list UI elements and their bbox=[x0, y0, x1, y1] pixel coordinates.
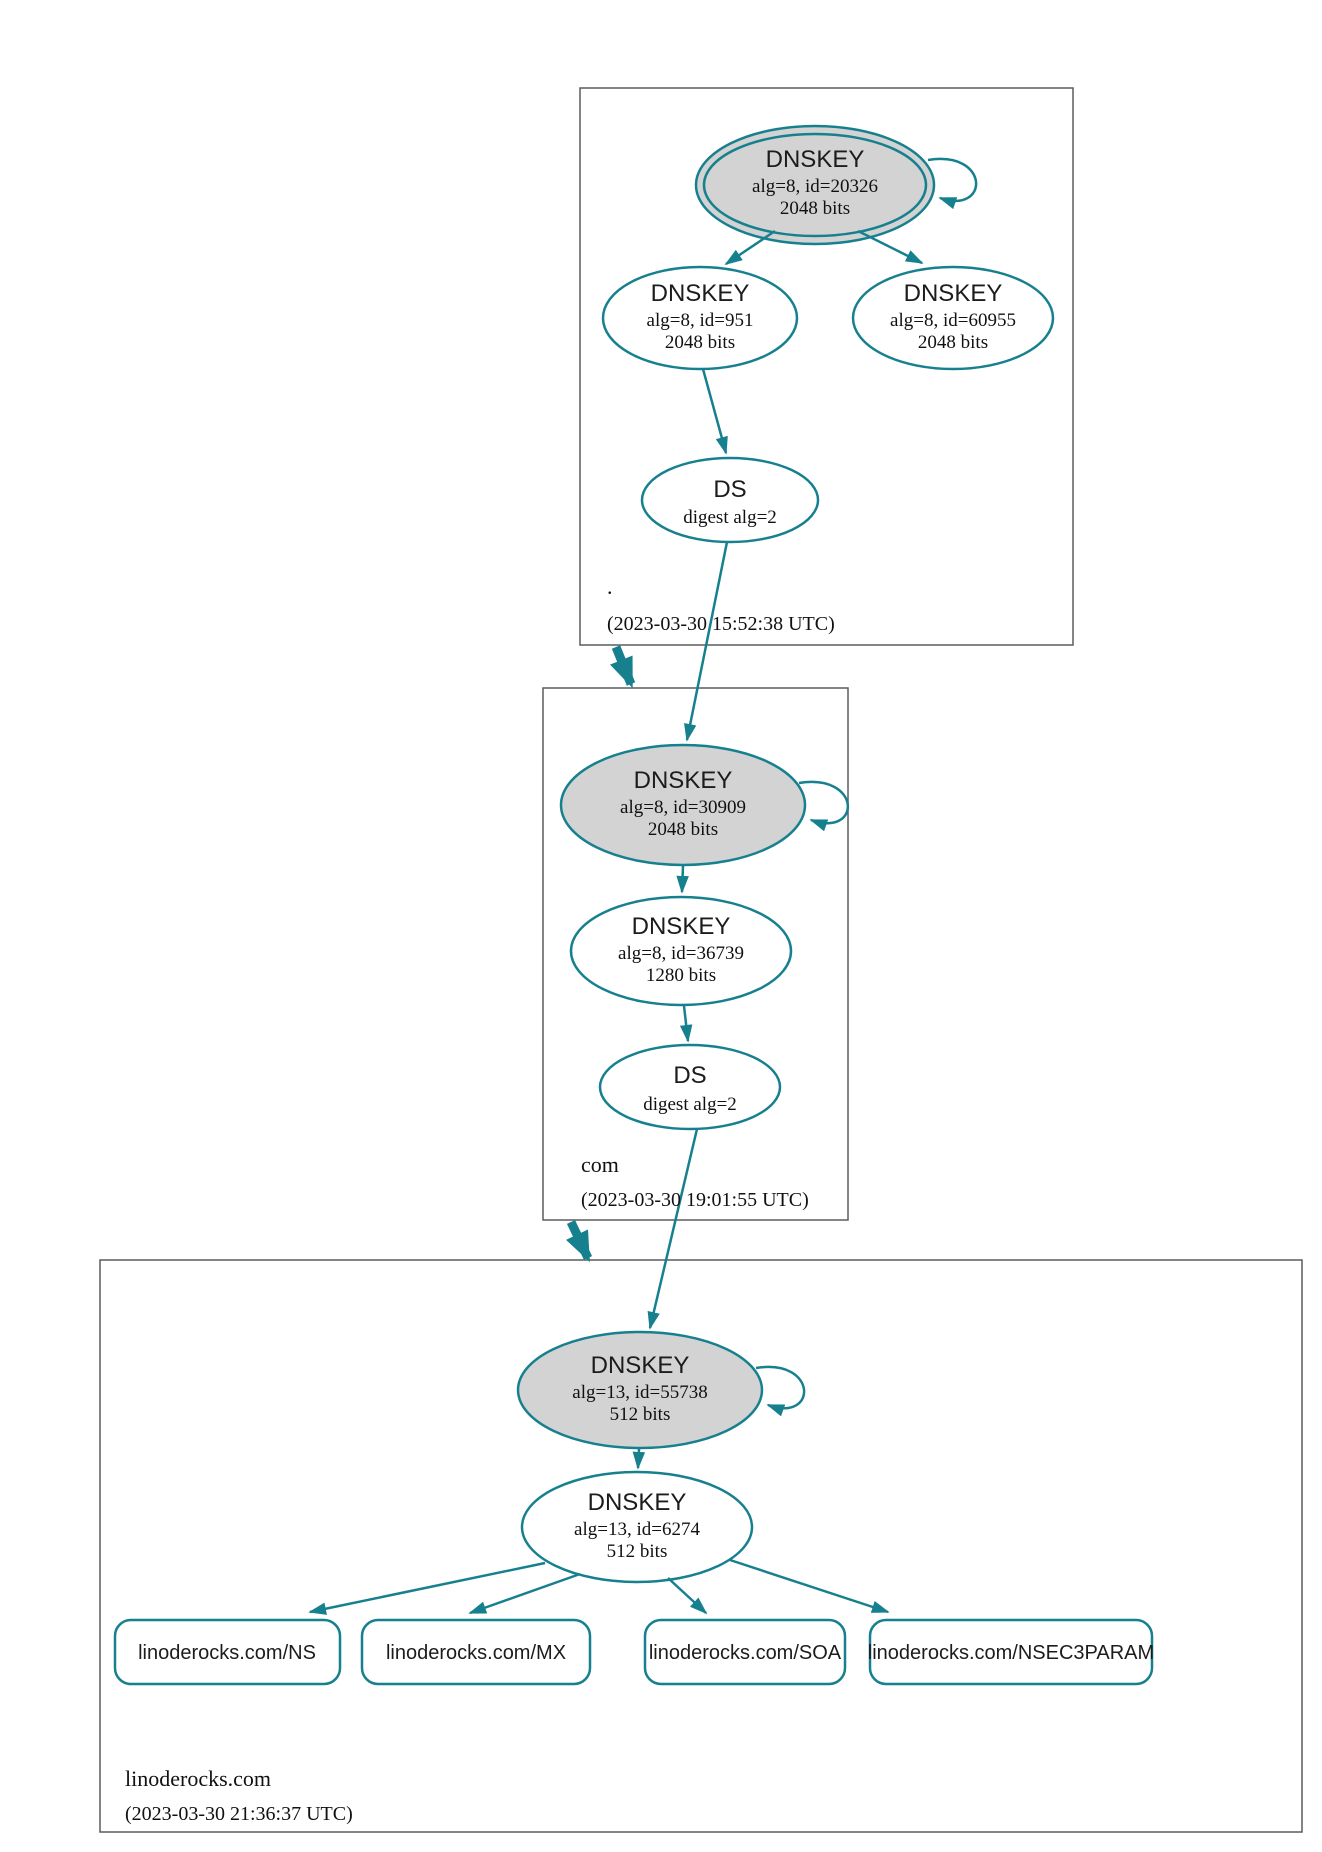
edge-lino-ksk-to-zsk bbox=[632, 1448, 646, 1470]
rrset-soa-box bbox=[643, 1618, 847, 1686]
com-zsk-ellipse bbox=[569, 895, 793, 1007]
lino-zsk-ellipse bbox=[520, 1470, 754, 1584]
rrset-ns-box bbox=[113, 1618, 342, 1686]
edge-lino-zsk-to-soa bbox=[667, 1577, 708, 1615]
lino-ksk-bits: 512 bits bbox=[610, 1404, 671, 1425]
zone-com-nodes bbox=[559, 743, 807, 1131]
rrset-mx-label: linoderocks.com/MX bbox=[386, 1642, 566, 1664]
zone-root-nodes bbox=[601, 124, 1055, 544]
com-ds-title: DS bbox=[673, 1062, 706, 1089]
root-zsk2-title: DNSKEY bbox=[904, 280, 1003, 307]
self-loop-root-ksk bbox=[927, 157, 978, 210]
lino-ksk-ellipse bbox=[516, 1330, 764, 1450]
lino-ksk-title: DNSKEY bbox=[591, 1352, 690, 1379]
edge-root-zsk1-to-ds bbox=[701, 368, 728, 455]
zone-root-text: DNSKEY alg=8, id=20326 2048 bits DNSKEY … bbox=[607, 146, 1016, 635]
root-zsk1-detail: alg=8, id=951 bbox=[647, 310, 754, 331]
root-ksk-bits: 2048 bits bbox=[780, 198, 850, 219]
lino-ksk-detail: alg=13, id=55738 bbox=[572, 1382, 707, 1403]
zone-linoderocks-label: linoderocks.com bbox=[125, 1766, 271, 1791]
self-loop-com-ksk bbox=[798, 780, 849, 832]
root-ds-ellipse bbox=[640, 456, 820, 544]
zone-linoderocks-box bbox=[99, 1259, 1303, 1833]
root-ds-title: DS bbox=[713, 476, 746, 503]
root-zsk1-bits: 2048 bits bbox=[665, 332, 735, 353]
com-ksk-detail: alg=8, id=30909 bbox=[620, 797, 746, 818]
com-ds-ellipse bbox=[598, 1043, 782, 1131]
root-zsk2-ellipse bbox=[851, 265, 1055, 371]
delegation-arrow-com-to-lino bbox=[565, 1220, 593, 1263]
rrset-mx-box bbox=[360, 1618, 592, 1686]
rrset-soa-label: linoderocks.com/SOA bbox=[649, 1642, 842, 1664]
com-ksk-title: DNSKEY bbox=[634, 767, 733, 794]
root-ds-detail: digest alg=2 bbox=[683, 507, 777, 528]
com-zsk-detail: alg=8, id=36739 bbox=[618, 943, 744, 964]
root-ksk-ellipse-outer bbox=[694, 124, 936, 246]
zone-com-label: com bbox=[581, 1152, 619, 1177]
edge-root-ksk-to-zsk1 bbox=[724, 229, 776, 266]
self-loop-lino-ksk bbox=[755, 1365, 806, 1417]
root-ksk-ellipse-inner bbox=[702, 132, 928, 238]
com-ksk-ellipse bbox=[559, 743, 807, 867]
edge-lino-zsk-to-mx bbox=[468, 1572, 581, 1615]
zone-com-timestamp: (2023-03-30 19:01:55 UTC) bbox=[581, 1189, 809, 1211]
edge-root-ds-to-com-ksk bbox=[684, 541, 729, 742]
lino-zsk-detail: alg=13, id=6274 bbox=[574, 1519, 700, 1540]
zone-root-box bbox=[579, 87, 1074, 646]
com-zsk-title: DNSKEY bbox=[632, 913, 731, 940]
rrset-ns-label: linoderocks.com/NS bbox=[138, 1642, 316, 1664]
zone-root-timestamp: (2023-03-30 15:52:38 UTC) bbox=[607, 613, 835, 635]
edge-lino-zsk-to-ns bbox=[308, 1561, 546, 1615]
edge-root-ksk-to-zsk2 bbox=[857, 229, 924, 265]
edge-com-ksk-to-zsk bbox=[676, 865, 689, 894]
zone-linoderocks-nodes bbox=[113, 1330, 1154, 1686]
lino-zsk-bits: 512 bits bbox=[607, 1541, 668, 1562]
root-zsk1-title: DNSKEY bbox=[651, 280, 750, 307]
signature-edges bbox=[308, 157, 978, 1615]
delegation-edges bbox=[565, 645, 636, 1263]
root-zsk2-detail: alg=8, id=60955 bbox=[890, 310, 1016, 331]
rrset-nsec3param-box bbox=[868, 1618, 1154, 1686]
root-zsk1-ellipse bbox=[601, 265, 799, 371]
root-ksk-title: DNSKEY bbox=[766, 146, 865, 173]
edge-lino-zsk-to-nsec3param bbox=[729, 1558, 890, 1614]
zone-com-text: DNSKEY alg=8, id=30909 2048 bits DNSKEY … bbox=[581, 767, 809, 1211]
root-zsk2-bits: 2048 bits bbox=[918, 332, 988, 353]
zone-linoderocks-text: DNSKEY alg=13, id=55738 512 bits DNSKEY … bbox=[125, 1352, 1154, 1825]
rrset-nsec3param-label: linoderocks.com/NSEC3PARAM bbox=[868, 1642, 1154, 1664]
delegation-arrow-root-to-com bbox=[610, 645, 636, 689]
edge-com-ds-to-lino-ksk bbox=[647, 1128, 699, 1330]
zone-linoderocks-timestamp: (2023-03-30 21:36:37 UTC) bbox=[125, 1803, 353, 1825]
com-zsk-bits: 1280 bits bbox=[646, 965, 716, 986]
root-ksk-detail: alg=8, id=20326 bbox=[752, 176, 878, 197]
edge-com-zsk-to-ds bbox=[679, 1005, 693, 1043]
zone-com-box bbox=[542, 687, 849, 1221]
com-ksk-bits: 2048 bits bbox=[648, 819, 718, 840]
com-ds-detail: digest alg=2 bbox=[643, 1094, 737, 1115]
zone-root-label: . bbox=[607, 574, 613, 599]
lino-zsk-title: DNSKEY bbox=[588, 1489, 687, 1516]
